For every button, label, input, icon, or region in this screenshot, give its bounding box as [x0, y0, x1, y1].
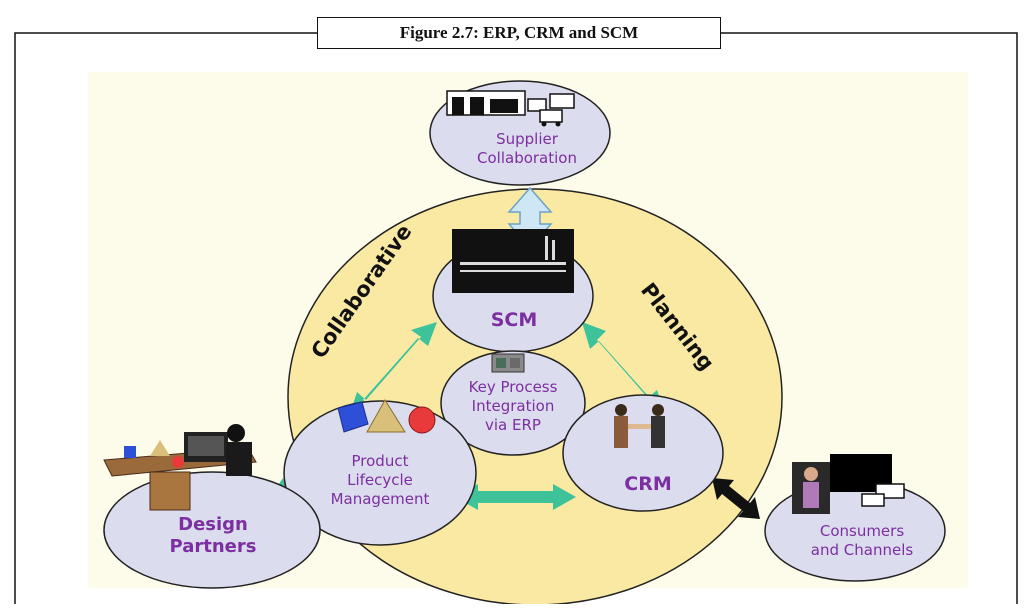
- node-supplier-collaboration: Supplier Collaboration: [429, 80, 611, 186]
- shopper-icon: [792, 454, 905, 514]
- supplier-label-line2: Collaboration: [477, 149, 577, 167]
- supplier-label-line1: Supplier: [496, 130, 559, 148]
- frame-border: [14, 32, 1018, 604]
- figure-caption: Figure 2.7: ERP, CRM and SCM: [317, 17, 721, 49]
- node-design-partners: Design Partners: [103, 424, 321, 589]
- crm-label: CRM: [624, 473, 671, 495]
- scm-label: SCM: [491, 309, 538, 331]
- designer-desk-icon: [103, 424, 257, 511]
- figure-caption-text: Figure 2.7: ERP, CRM and SCM: [399, 23, 639, 42]
- plm-label-line3: Management: [331, 490, 430, 508]
- factory-icon: [452, 229, 574, 293]
- erp-label-line3: via ERP: [485, 416, 541, 434]
- plm-label-line2: Lifecycle: [347, 471, 413, 489]
- handshake-icon: [614, 404, 665, 448]
- node-crm: CRM: [562, 394, 724, 512]
- design-label-line1: Design: [178, 514, 248, 535]
- arrow-plm-crm: [455, 484, 576, 510]
- arrow-crm-consumers: [712, 478, 760, 519]
- consumers-label-line2: and Channels: [811, 541, 914, 559]
- arrow-scm-plm: [349, 322, 437, 417]
- node-scm: SCM: [432, 229, 594, 353]
- node-product-lifecycle-management: Product Lifecycle Management: [283, 399, 477, 546]
- server-icon: [491, 353, 525, 373]
- plm-label-line1: Product: [352, 452, 409, 470]
- shapes-icon: [337, 399, 436, 434]
- erp-label-line2: Integration: [472, 397, 555, 415]
- design-label-line2: Partners: [170, 536, 257, 557]
- factory-trucks-icon: [446, 90, 575, 127]
- consumers-label-line1: Consumers: [820, 522, 904, 540]
- erp-label-line1: Key Process: [469, 378, 558, 396]
- node-key-process-integration: Key Process Integration via ERP: [440, 350, 586, 456]
- node-consumers-and-channels: Consumers and Channels: [764, 454, 946, 582]
